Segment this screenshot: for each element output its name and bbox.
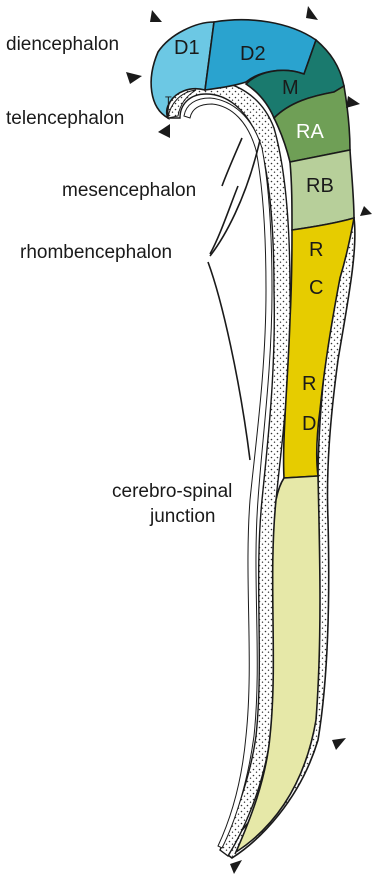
label-rhombencephalon: rhombencephalon [20,242,172,263]
segment-t-label: T [165,95,172,107]
segment-rd-label-1: R [302,373,316,395]
arrowhead-marker [158,124,170,138]
arrowhead-marker [306,6,318,20]
arrowhead-marker [332,738,346,750]
leader-line-rhombencephalon [210,186,238,254]
segment-d1-label: D1 [174,37,200,59]
label-mesencephalon: mesencephalon [62,180,196,201]
label-diencephalon: diencephalon [6,34,119,55]
leader-line-rhombencephalon-2 [208,262,250,460]
segment-d2-label: D2 [240,43,266,65]
arrowhead-marker [346,96,360,108]
segment-rb-label: RB [306,175,334,197]
segment-rc-label-2: C [309,277,323,299]
segment-ra-label: RA [296,121,324,143]
leader-line-mesencephalon [222,138,242,186]
label-junction: junction [149,506,216,527]
segment-rc-label-1: R [309,239,323,261]
arrowhead-marker [360,206,372,216]
segment-rd-label-2: D [302,413,316,435]
label-cerebro-spinal: cerebro-spinal [112,481,232,502]
arrowhead-marker [126,72,142,84]
label-telencephalon: telencephalon [6,108,124,129]
arrowhead-marker [230,860,242,874]
arrowhead-marker [150,10,162,22]
segment-m-label: M [282,77,299,99]
